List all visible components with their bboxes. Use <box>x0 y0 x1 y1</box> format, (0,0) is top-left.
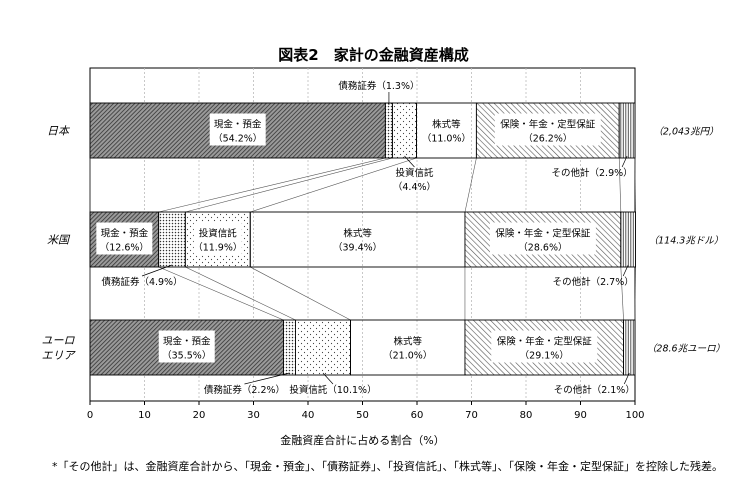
outside-label: 投資信託（10.1%） <box>289 384 376 396</box>
total-label: （114.3兆ドル） <box>649 235 724 247</box>
leader-line <box>621 155 628 168</box>
leader-line <box>322 372 334 385</box>
segment-value: （21.0%） <box>383 350 432 362</box>
segment-label: 株式等 <box>343 228 372 240</box>
connector-line <box>250 266 351 321</box>
segment-value: （11.0%） <box>422 133 471 145</box>
bar-segment <box>295 319 351 376</box>
category-label: ユーロ <box>42 334 76 347</box>
bar-segment <box>384 102 393 159</box>
segment-label: 保険・年金・定型保証 <box>495 228 591 240</box>
connector-line <box>634 266 636 321</box>
segment-value: （54.2%） <box>213 133 262 145</box>
label-backing <box>491 330 598 363</box>
segment-label: 保険・年金・定型保証 <box>497 336 593 348</box>
x-tick-label: 40 <box>302 410 315 421</box>
connector-line <box>185 157 393 213</box>
segment-value: （11.9%） <box>193 242 242 254</box>
outside-label: （4.4%） <box>393 181 436 193</box>
connector-line <box>464 157 477 213</box>
connector-line <box>158 266 284 321</box>
chart-title: 図表2 家計の金融資産構成 <box>278 46 469 64</box>
outside-label: 債務証券（1.3%） <box>338 80 419 92</box>
bar-segment <box>350 319 466 376</box>
label-backing <box>193 222 242 255</box>
total-label: （28.6兆ユーロ） <box>647 343 725 355</box>
category-label: 日本 <box>47 125 71 138</box>
x-axis: 0 10 20 30 40 50 60 70 80 90 100 <box>87 401 645 421</box>
connector-line <box>634 157 636 213</box>
footnote: *「その他計」は、金融資産合計から、「現金・預金」、「債務証券」、「投資信託」、… <box>52 460 723 473</box>
segment-value: （12.6%） <box>100 242 149 254</box>
outside-label: その他計（2.7%） <box>553 276 634 288</box>
bar-segment <box>283 319 296 376</box>
label-backing <box>158 330 215 363</box>
x-tick-label: 60 <box>411 410 424 421</box>
x-tick-label: 80 <box>520 410 533 421</box>
bar-segment <box>623 319 636 376</box>
outside-label: その他計（2.9%） <box>552 167 633 179</box>
outside-label: 投資信託 <box>395 167 434 179</box>
leader-line <box>244 372 290 385</box>
bar-segment <box>392 102 417 159</box>
segment-value: （39.4%） <box>333 242 382 254</box>
leader-line <box>623 372 630 385</box>
bar-segment <box>158 211 186 268</box>
outside-label: 債務証券（2.2%） <box>204 384 285 396</box>
x-tick-label: 20 <box>193 410 206 421</box>
segment-value: （29.1%） <box>520 350 569 362</box>
x-tick-label: 10 <box>138 410 151 421</box>
connector-line <box>620 266 624 321</box>
category-label: 米国 <box>47 234 71 247</box>
segment-label: 保険・年金・定型保証 <box>500 119 596 131</box>
segment-label: 現金・預金 <box>163 336 211 348</box>
x-tick-label: 50 <box>356 410 369 421</box>
x-axis-title: 金融資産合計に占める割合（%） <box>280 434 445 447</box>
leader-line <box>404 155 415 168</box>
connector-line <box>250 157 417 213</box>
segment-value: （26.2%） <box>523 133 572 145</box>
segment-label: 株式等 <box>432 119 461 131</box>
label-backing <box>489 222 596 255</box>
segment-label: 株式等 <box>393 336 422 348</box>
x-tick-label: 90 <box>574 410 587 421</box>
connector-line <box>185 266 296 321</box>
label-backing <box>209 113 266 146</box>
x-tick-label: 70 <box>465 410 478 421</box>
outside-label: 債務証券（4.9%） <box>101 276 182 288</box>
segment-label: 現金・預金 <box>101 228 149 240</box>
bar-segment <box>249 211 466 268</box>
x-tick-label: 100 <box>625 410 644 421</box>
bar-segment <box>620 211 636 268</box>
leader-line <box>141 264 173 277</box>
label-backing <box>96 222 153 255</box>
connector-line <box>618 157 622 213</box>
segment-label: 投資信託 <box>199 228 238 240</box>
bar-segment <box>416 102 477 159</box>
outside-label: その他計（2.1%） <box>554 384 635 396</box>
segment-value: （28.6%） <box>518 242 567 254</box>
total-label: （2,043兆円） <box>653 126 718 138</box>
segment-label: 現金・預金 <box>214 119 262 131</box>
x-tick-label: 30 <box>247 410 260 421</box>
x-tick-label: 0 <box>87 410 93 421</box>
segment-value: （35.5%） <box>162 350 211 362</box>
connector-line <box>158 157 386 213</box>
label-backing <box>494 113 601 146</box>
category-label: エリア <box>42 349 77 362</box>
connector-lines <box>89 157 636 321</box>
bar-segment <box>618 102 636 159</box>
leader-line <box>622 264 629 277</box>
